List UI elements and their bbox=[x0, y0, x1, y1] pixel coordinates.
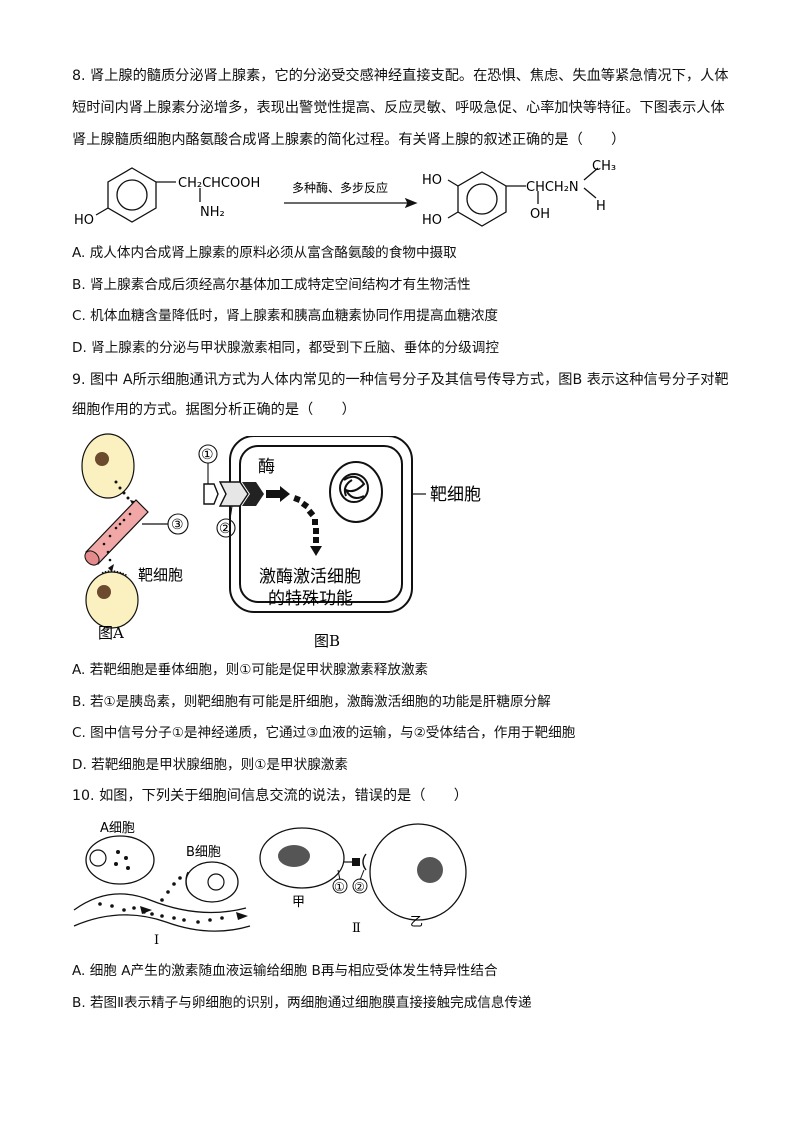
cell-a bbox=[85, 835, 155, 885]
vessel-wall-top bbox=[73, 893, 247, 914]
tyrosine-hydroxyl: HO bbox=[74, 213, 94, 228]
epinephrine-hydroxyl-chain: OH bbox=[530, 207, 550, 222]
cell-yi-nucleus bbox=[417, 857, 443, 883]
q9-option-d: D. 若靶细胞是甲状腺细胞，则①是甲状腺激素 bbox=[72, 757, 348, 773]
q8-stem-line-1: 8. 肾上腺的髓质分泌肾上腺素，它的分泌受交感神经直接支配。在恐惧、焦虑、失血等… bbox=[72, 68, 729, 84]
chromatin bbox=[339, 473, 369, 503]
nucleus-membrane bbox=[329, 461, 383, 523]
vessel-wall-bottom bbox=[73, 914, 251, 932]
cell-yi bbox=[369, 823, 467, 921]
q9-option-b: B. 若①是胰岛素，则靶细胞有可能是肝细胞，激酶激活细胞的功能是肝糖原分解 bbox=[72, 694, 551, 710]
tyrosine-benzene-ring bbox=[95, 167, 201, 223]
panel-ii: ① ② 甲 乙 Ⅱ bbox=[259, 823, 467, 936]
signal-molecule-dots bbox=[114, 480, 130, 500]
target-cell-a-nucleus bbox=[97, 585, 111, 599]
target-cell-a bbox=[85, 571, 139, 629]
q8-tyrosine-to-epinephrine-figure: CH₂CHCOOH NH₂ HO 多种酶、多步反应 HO HO CHCH₂N O… bbox=[74, 159, 616, 228]
cell-yi-label: 乙 bbox=[410, 915, 423, 930]
panel-i-label: Ⅰ bbox=[154, 933, 159, 948]
q9-option-a: A. 若靶细胞是垂体细胞，则①可能是促甲状腺激素释放激素 bbox=[72, 662, 429, 678]
figure-a-caption: 图A bbox=[98, 624, 124, 642]
q8-stem-line-2: 短时间内肾上腺素分泌增多，表现出警觉性提高、反应灵敏、呼吸急促、心率加快等特征。… bbox=[72, 100, 725, 116]
cell-jia-nucleus bbox=[278, 845, 310, 867]
cell-b-nucleus bbox=[207, 873, 225, 891]
kinase-activation-arrow bbox=[266, 486, 322, 556]
secreting-cell bbox=[81, 433, 135, 499]
receptor-2 bbox=[362, 853, 367, 871]
q8-option-a: A. 成人体内合成肾上腺素的原料必须从富含酪氨酸的食物中摄取 bbox=[72, 245, 457, 261]
label-2: ② bbox=[219, 521, 232, 537]
blood-vessel bbox=[84, 499, 149, 566]
target-cell-a-label: 靶细胞 bbox=[138, 566, 183, 584]
target-cell-outer-membrane bbox=[229, 436, 413, 613]
label-2-circle bbox=[216, 518, 236, 538]
enzyme-label: 酶 bbox=[258, 457, 275, 477]
epinephrine-hydroxyl-top: HO bbox=[422, 173, 442, 188]
activation-text-line-2: 的特殊功能 bbox=[268, 589, 353, 609]
label-1: ① bbox=[334, 880, 345, 894]
release-dots bbox=[106, 550, 112, 562]
cell-jia bbox=[259, 827, 345, 889]
epinephrine-hydrogen: H bbox=[596, 199, 606, 214]
cell-a-label: A细胞 bbox=[100, 821, 135, 836]
reaction-arrow-label: 多种酶、多步反应 bbox=[292, 180, 388, 195]
q8-stem-line-3: 肾上腺髓质细胞内酪氨酸合成肾上腺素的简化过程。有关肾上腺的叙述正确的是（ ） bbox=[72, 132, 626, 148]
cell-a-hormone-dots bbox=[114, 850, 130, 870]
label-2-leader bbox=[359, 869, 365, 881]
kinase bbox=[242, 482, 264, 506]
tyrosine-amino-group: NH₂ bbox=[200, 205, 225, 220]
tyrosine-side-chain: CH₂CHCOOH bbox=[178, 176, 260, 191]
q10-stem: 10. 如图，下列关于细胞间信息交流的说法，错误的是（ ） bbox=[72, 788, 468, 804]
cell-b-receptor bbox=[185, 871, 189, 891]
figure-b-caption: 图B bbox=[314, 632, 340, 650]
cell-jia-label: 甲 bbox=[292, 895, 305, 910]
label-1: ① bbox=[201, 447, 214, 463]
q9-stem-line-2: 细胞作用的方式。据图分析正确的是（ ） bbox=[72, 402, 356, 418]
cell-a-nucleus bbox=[89, 849, 107, 867]
cell-b-label: B细胞 bbox=[186, 845, 221, 860]
q8-option-c: C. 机体血糖含量降低时，肾上腺素和胰高血糖素协同作用提高血糖浓度 bbox=[72, 308, 498, 324]
q10-option-b: B. 若图Ⅱ表示精子与卵细胞的识别，两细胞通过细胞膜直接接触完成信息传递 bbox=[72, 995, 532, 1011]
epinephrine-methyl: CH₃ bbox=[592, 159, 616, 174]
secreting-cell-nucleus bbox=[95, 452, 109, 466]
target-cell-inner-membrane bbox=[239, 445, 403, 603]
reaction-arrow bbox=[284, 197, 418, 209]
epinephrine-hydroxyl-bottom: HO bbox=[422, 213, 442, 228]
cell-b bbox=[185, 861, 239, 903]
q9-option-c: C. 图中信号分子①是神经递质，它通过③血液的运输，与②受体结合，作用于靶细胞 bbox=[72, 725, 576, 741]
q10-figure: A细胞 B细胞 Ⅰ ① ② 甲 乙 Ⅱ bbox=[73, 821, 467, 948]
label-1-circle bbox=[332, 878, 348, 894]
label-3: ③ bbox=[171, 517, 184, 533]
label-2-leader bbox=[229, 505, 233, 520]
release-arrowhead bbox=[108, 564, 114, 572]
q10-option-a: A. 细胞 A产生的激素随血液运输给细胞 B再与相应受体发生特异性结合 bbox=[72, 963, 498, 979]
q9-figure-b: ① ② 酶 激酶激活细胞 的特殊功能 靶细胞 图B bbox=[198, 436, 481, 650]
q9-stem-line-1: 9. 图中 A所示细胞通讯方式为人体内常见的一种信号分子及其信号传导方式，图B … bbox=[72, 372, 729, 388]
receptor bbox=[218, 481, 249, 507]
signal-molecule-1 bbox=[352, 858, 360, 866]
panel-i: A细胞 B细胞 Ⅰ bbox=[73, 821, 251, 948]
panel-ii-label: Ⅱ bbox=[352, 921, 361, 936]
label-3-circle bbox=[167, 513, 189, 535]
epinephrine-benzene-ring bbox=[447, 167, 599, 227]
label-2: ② bbox=[354, 880, 365, 894]
epinephrine-side-chain: CHCH₂N bbox=[526, 180, 579, 195]
target-cell-b-label: 靶细胞 bbox=[430, 485, 481, 505]
signal-molecule bbox=[203, 483, 219, 505]
label-1-leader bbox=[337, 869, 341, 881]
activation-text-line-1: 激酶激活细胞 bbox=[259, 567, 361, 587]
q8-option-d: D. 肾上腺素的分泌与甲状腺激素相同，都受到下丘脑、垂体的分级调控 bbox=[72, 340, 499, 356]
label-2-circle bbox=[352, 878, 368, 894]
flow-arrowhead-1 bbox=[140, 906, 152, 914]
flow-arrowhead-2 bbox=[236, 912, 248, 920]
q8-option-b: B. 肾上腺素合成后须经高尔基体加工成特定空间结构才有生物活性 bbox=[72, 277, 471, 293]
q9-figure-a: ③ 靶细胞 图A bbox=[81, 433, 189, 642]
target-cell-receptors bbox=[101, 570, 129, 577]
